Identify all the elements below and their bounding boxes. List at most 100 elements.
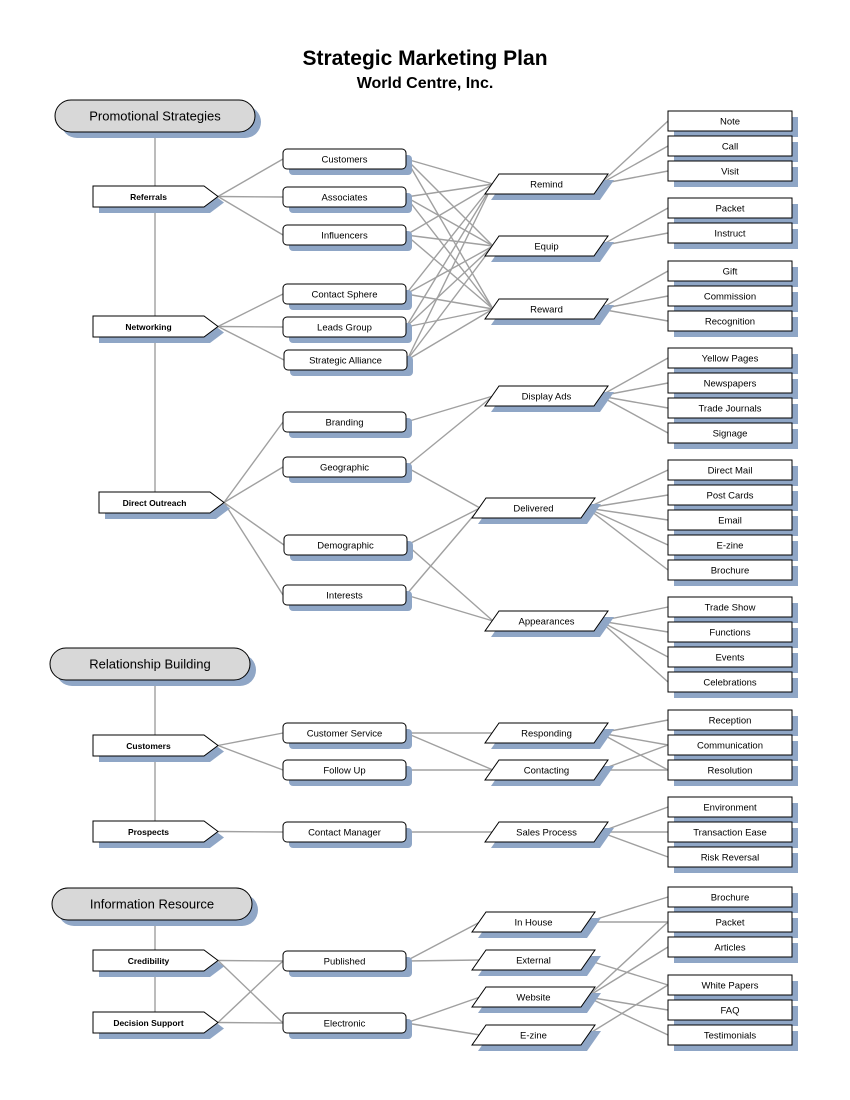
method-delivered-node: [471, 497, 596, 519]
item-visit-label: Visit: [721, 167, 739, 178]
item-testimonials-label: Testimonials: [704, 1031, 757, 1042]
item-post-cards-label: Post Cards: [707, 491, 754, 502]
category-referrals-node: [92, 185, 219, 208]
item-signage-label: Signage: [713, 429, 748, 440]
tactic-associates-node: [282, 186, 407, 208]
connector-line: [217, 325, 284, 328]
section-promo-label: Promotional Strategies: [89, 108, 221, 123]
method-reward-node: [484, 298, 609, 320]
tactic-contact-sphere-label: Contact Sphere: [311, 290, 377, 301]
section-relation-pill: [49, 647, 251, 681]
method-equip-label: Equip: [534, 242, 558, 253]
connector-line: [223, 502, 284, 596]
connector-line: [405, 196, 494, 310]
tactic-customer-service-node: [282, 722, 407, 744]
tactic-customers-label: Customers: [322, 155, 368, 166]
tactic-published-label: Published: [324, 957, 366, 968]
connector-line: [599, 395, 669, 409]
tactic-electronic-node: [282, 1012, 407, 1034]
category-customers-node: [92, 734, 219, 757]
connector-line: [586, 469, 669, 509]
item-visit-node: [667, 160, 793, 182]
tactic-demographic-label: Demographic: [317, 541, 374, 552]
connector-line: [405, 308, 494, 328]
item-signage-node: [667, 422, 793, 444]
item-functions-label: Functions: [709, 628, 750, 639]
item-articles-node: [667, 936, 793, 958]
item-trade-show-label: Trade Show: [705, 603, 756, 614]
method-in-house-label: In House: [514, 918, 552, 929]
connector-line: [217, 830, 284, 833]
connector-line: [405, 466, 481, 509]
item-trade-show-node: [667, 596, 793, 618]
category-networking-label: Networking: [125, 322, 171, 332]
tactic-customers-node: [282, 148, 407, 170]
tactic-influencers-label: Influencers: [321, 231, 368, 242]
method-ezine-label: E-zine: [520, 1031, 547, 1042]
connector-line: [586, 921, 669, 998]
connector-line: [217, 293, 284, 328]
item-ezine-label: E-zine: [717, 541, 744, 552]
tactic-leads-group-label: Leads Group: [317, 323, 372, 334]
item-celebrations-label: Celebrations: [703, 678, 757, 689]
method-sales-process-label: Sales Process: [516, 828, 577, 839]
item-events-node: [667, 646, 793, 668]
item-environment-label: Environment: [703, 803, 757, 814]
connector-line: [405, 959, 481, 962]
category-direct-label: Direct Outreach: [123, 498, 187, 508]
connector-line: [223, 466, 284, 504]
tactic-demographic-node: [283, 534, 408, 556]
item-ezine-node: [667, 534, 793, 556]
method-responding-node: [484, 722, 609, 744]
diagram-title: Strategic Marketing Plan: [302, 47, 548, 70]
item-packet2-node: [667, 911, 793, 933]
item-functions-node: [667, 621, 793, 643]
item-brochure2-label: Brochure: [711, 893, 750, 904]
item-communication-node: [667, 734, 793, 756]
method-external-node: [471, 949, 596, 971]
item-articles-label: Articles: [714, 943, 745, 954]
item-packet-label: Packet: [715, 204, 744, 215]
method-responding-label: Responding: [521, 729, 572, 740]
item-newspapers-node: [667, 372, 793, 394]
tactic-branding-node: [282, 411, 407, 433]
connector-line: [406, 308, 494, 361]
method-remind-node: [484, 173, 609, 195]
connector-line: [599, 207, 669, 247]
item-resolution-label: Resolution: [708, 766, 753, 777]
item-email-node: [667, 509, 793, 531]
connector-line: [586, 996, 669, 1036]
connector-line: [599, 395, 669, 434]
tactic-contact-manager-label: Contact Manager: [308, 828, 381, 839]
item-faq-label: FAQ: [720, 1006, 739, 1017]
connector-line: [586, 507, 669, 571]
connector-line: [586, 996, 669, 1011]
method-website-node: [471, 986, 596, 1008]
tactic-customer-service-label: Customer Service: [307, 729, 383, 740]
item-direct-mail-label: Direct Mail: [708, 466, 753, 477]
item-trade-journals-node: [667, 397, 793, 419]
tactic-interests-label: Interests: [326, 591, 363, 602]
method-display-ads-label: Display Ads: [522, 392, 572, 403]
connector-line: [405, 158, 494, 185]
item-post-cards-node: [667, 484, 793, 506]
connector-line: [599, 357, 669, 397]
category-networking-node: [92, 315, 219, 338]
method-remind-label: Remind: [530, 180, 563, 191]
connector-line: [599, 620, 669, 683]
item-celebrations-node: [667, 671, 793, 693]
method-appearances-node: [484, 610, 609, 632]
method-reward-label: Reward: [530, 305, 563, 316]
item-brochure-node: [667, 559, 793, 581]
connector-line: [217, 959, 284, 962]
connector-line: [586, 494, 669, 509]
diagram-subtitle: World Centre, Inc.: [356, 75, 494, 92]
section-info-label: Information Resource: [90, 896, 214, 911]
connector-line: [405, 196, 494, 247]
connector-line: [223, 501, 285, 546]
tactic-influencers-node: [282, 224, 407, 246]
item-direct-mail-node: [667, 459, 793, 481]
category-referrals-label: Referrals: [130, 192, 167, 202]
item-white-papers-node: [667, 974, 793, 996]
connector-line: [599, 120, 669, 185]
